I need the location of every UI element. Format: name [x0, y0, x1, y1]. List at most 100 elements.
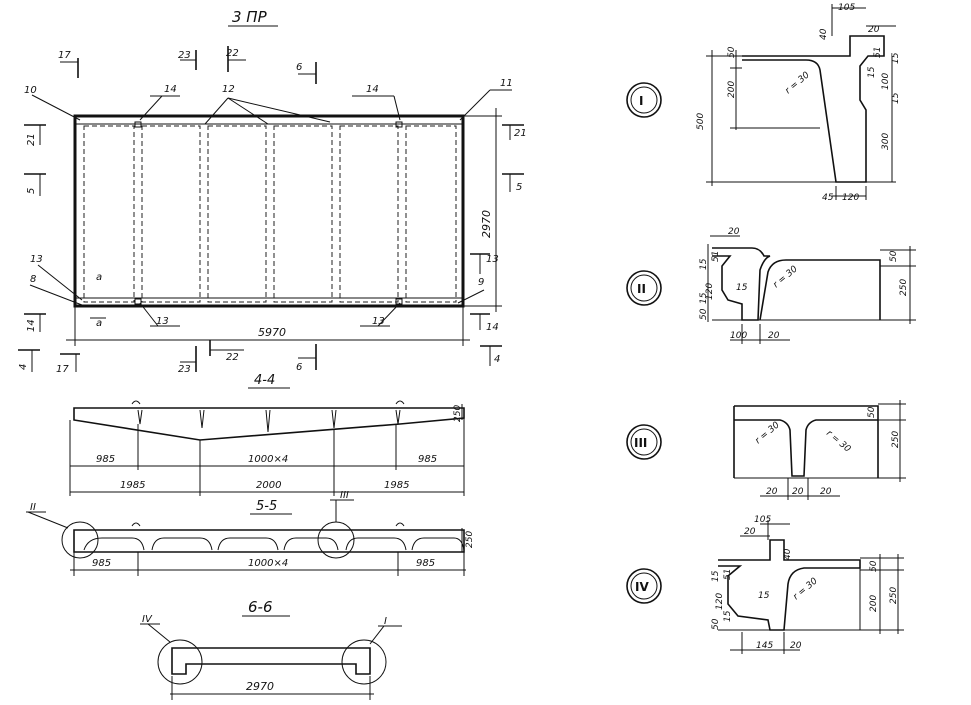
svg-text:15: 15: [891, 52, 901, 64]
cut-markers-top: 17 23 22 6: [58, 46, 317, 84]
svg-text:14: 14: [26, 319, 37, 332]
svg-text:985: 985: [416, 558, 435, 569]
plan-view: 3 ПР 10 14 12: [18, 8, 527, 375]
svg-text:20: 20: [766, 487, 778, 497]
leader-label-12: 12: [222, 84, 235, 95]
svg-text:120: 120: [842, 193, 859, 203]
svg-text:50: 50: [869, 560, 879, 572]
svg-text:15: 15: [699, 258, 709, 270]
detail-IV-badge: [626, 568, 662, 604]
svg-text:20: 20: [728, 227, 740, 237]
svg-text:22: 22: [226, 48, 239, 59]
detail-III-label: III: [634, 436, 647, 450]
svg-text:500: 500: [696, 113, 706, 130]
plan-title: 3 ПР: [232, 8, 268, 26]
svg-text:985: 985: [92, 558, 111, 569]
callout-label-III: III: [340, 490, 349, 501]
svg-text:15: 15: [699, 292, 709, 304]
leader-label-11: 11: [500, 78, 513, 89]
svg-text:1000×4: 1000×4: [248, 558, 288, 569]
svg-text:51: 51: [711, 251, 721, 262]
callout-label-I: I: [384, 616, 387, 627]
callout-label-II: II: [30, 502, 36, 513]
leader-label-10: 10: [24, 85, 37, 96]
svg-text:120: 120: [705, 283, 715, 300]
section-6-6: 6-6 IV I 2970: [140, 598, 402, 700]
svg-text:145: 145: [756, 641, 773, 651]
svg-text:14: 14: [486, 322, 499, 333]
svg-text:20: 20: [820, 487, 832, 497]
svg-text:1985: 1985: [384, 480, 409, 491]
section-4-4-profile: [73, 407, 465, 441]
svg-text:21: 21: [26, 133, 37, 146]
detail-III-badge: [626, 424, 662, 460]
svg-text:50: 50: [889, 250, 899, 262]
svg-text:200: 200: [727, 81, 737, 98]
svg-text:5: 5: [26, 188, 37, 194]
svg-text:2970: 2970: [246, 680, 274, 693]
svg-text:250: 250: [889, 587, 899, 604]
detail-IV: IV 105 20 40 15 51 120 15 50 15 50 200 2…: [626, 515, 904, 654]
svg-text:а: а: [96, 272, 102, 283]
leader-label-14a: 14: [164, 84, 177, 95]
leader-9: [457, 289, 485, 304]
leader-8: [37, 264, 83, 301]
leader-label-13l: 13: [30, 254, 43, 265]
detail-I-badge: [626, 82, 662, 118]
svg-text:200: 200: [869, 595, 879, 612]
svg-text:1000×4: 1000×4: [248, 454, 288, 465]
section-5-5: 5-5 II III 250 985 1000×4 985: [26, 490, 475, 576]
svg-text:250: 250: [891, 431, 901, 448]
detail-I-profile: [742, 35, 885, 183]
svg-text:17: 17: [58, 50, 71, 61]
svg-text:15: 15: [736, 283, 748, 293]
slab-outline: [73, 114, 465, 308]
detail-III-profile: [733, 405, 879, 478]
leader-label-9: 9: [478, 277, 484, 288]
cut-markers-bottom: 23 22 6 а а: [90, 272, 317, 375]
svg-text:20: 20: [868, 25, 880, 35]
svg-text:6: 6: [296, 362, 302, 373]
svg-text:40: 40: [783, 548, 793, 560]
svg-text:23: 23: [178, 50, 191, 61]
detail-IV-profile: [718, 539, 861, 631]
svg-text:100: 100: [881, 73, 891, 90]
svg-text:20: 20: [790, 641, 802, 651]
leader-11: [459, 89, 491, 121]
svg-text:20: 20: [768, 331, 780, 341]
leader-label-8: 8: [30, 274, 36, 285]
svg-text:250: 250: [453, 405, 463, 422]
svg-text:105: 105: [754, 515, 771, 525]
svg-text:15: 15: [758, 591, 770, 601]
svg-text:50: 50: [867, 406, 877, 418]
cut-markers-left: 21 5 14 4 17: [18, 124, 80, 375]
lifting-loops: [134, 121, 403, 305]
detail-II-badge: [626, 270, 662, 306]
leader-12a: [204, 97, 229, 125]
dim-width-label: 2970: [480, 210, 493, 238]
svg-text:r = 30: r = 30: [792, 576, 820, 602]
detail-II-profile: [759, 259, 881, 321]
section-4-4-title: 4-4: [254, 373, 275, 388]
svg-text:21: 21: [514, 128, 527, 139]
svg-text:r = 30: r = 30: [772, 264, 800, 290]
detail-II: II 20 15 51 120 15 15 50 50 250 r = 30 1…: [626, 227, 916, 344]
svg-text:51: 51: [723, 569, 733, 580]
svg-text:120: 120: [715, 593, 725, 610]
callout-circle-II: [61, 521, 99, 559]
svg-text:100: 100: [730, 331, 747, 341]
detail-II-label: II: [637, 282, 646, 296]
rib-cells: [83, 125, 457, 303]
detail-I: I 500 200 50 40 105 20 51 15 100 15 15 3…: [626, 3, 901, 203]
svg-text:6: 6: [296, 62, 302, 73]
svg-text:51: 51: [873, 47, 883, 58]
svg-text:50: 50: [699, 308, 709, 320]
svg-text:4: 4: [18, 364, 29, 370]
cut-markers-right: 21 5 13 14 4: [470, 124, 527, 366]
svg-text:r = 30: r = 30: [824, 429, 852, 455]
svg-text:4: 4: [494, 354, 500, 365]
leader-label-13b: 13: [372, 316, 385, 327]
svg-text:5: 5: [516, 182, 522, 193]
svg-text:45: 45: [822, 193, 834, 203]
